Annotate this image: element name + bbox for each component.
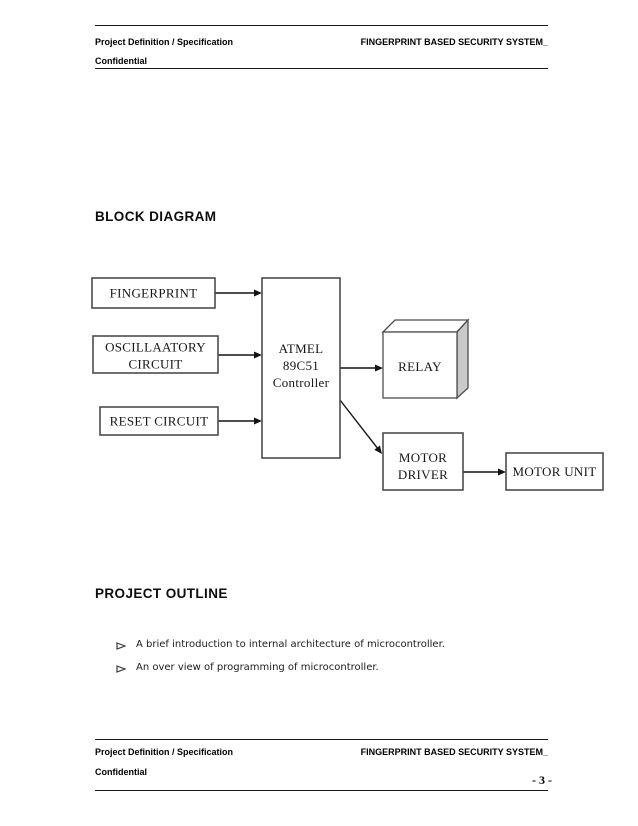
header-rule-top [95,25,548,27]
header-row: Project Definition / Specification FINGE… [95,37,548,48]
footer-title-right: FINGERPRINT BASED SECURITY SYSTEM_ [360,747,548,757]
box-controller [261,277,341,459]
arrowhead-bullet-icon [116,642,126,650]
box-controller-label-line3: Controller [273,375,330,390]
arrowheads [254,289,506,476]
box-motor-driver-label-line2: DRIVER [398,467,448,482]
box-controller-label-line1: ATMEL [279,341,324,356]
box-relay-label: RELAY [398,359,442,374]
outline-item-1: A brief introduction to internal archite… [116,639,586,651]
footer-row: Project Definition / Specification FINGE… [95,747,548,758]
footer-title-left: Project Definition / Specification [95,747,234,757]
box-reset-label: RESET CIRCUIT [110,414,209,429]
arrowhead-bullet-icon [116,665,126,673]
relay-top-face [381,319,470,333]
box-motor-unit-label: MOTOR UNIT [512,464,596,479]
footer-rule-bottom [95,790,548,792]
connector-lines [215,292,498,473]
arrowhead-fingerprint [254,289,262,297]
header-title-right: FINGERPRINT BASED SECURITY SYSTEM_ [360,37,548,47]
box-relay-3d: RELAY [381,318,470,400]
header-title-left: Project Definition / Specification [95,37,234,47]
outline-item-text: An over view of programming of microcont… [136,662,379,673]
box-fingerprint [91,277,216,309]
outline-item-2: An over view of programming of microcont… [116,662,586,674]
header-rule-bottom [95,68,548,70]
block-diagram-heading: BLOCK DIAGRAM [95,209,217,224]
arrowhead-motorunit [498,468,506,476]
footer-subtitle: Confidential [95,767,147,777]
arrowhead-reset [254,417,262,425]
box-motor-unit [505,452,604,491]
box-oscillatory-label-line1: OSCILLAATORY [105,340,206,355]
box-fingerprint-label: FINGERPRINT [110,286,198,301]
relay-front-face [382,331,458,399]
box-motor-driver-label-line1: MOTOR [399,450,447,465]
box-motor-driver [382,432,464,491]
box-oscillatory-circuit [92,335,219,374]
arrowhead-motordriver [374,445,382,454]
box-controller-label-line2: 89C51 [283,358,319,373]
arrowhead-oscillatory [254,351,262,359]
relay-side-face [456,318,469,400]
box-oscillatory-label-line2: CIRCUIT [128,357,182,372]
header-subtitle: Confidential [95,56,147,66]
box-reset-circuit [99,406,219,436]
page-number: - 3 - [532,773,552,787]
line-controller-motordriver [339,399,378,449]
outline-item-text: A brief introduction to internal archite… [136,639,445,650]
arrowhead-relay [375,364,383,372]
project-outline-heading: PROJECT OUTLINE [95,586,228,601]
footer-rule-top [95,739,548,741]
